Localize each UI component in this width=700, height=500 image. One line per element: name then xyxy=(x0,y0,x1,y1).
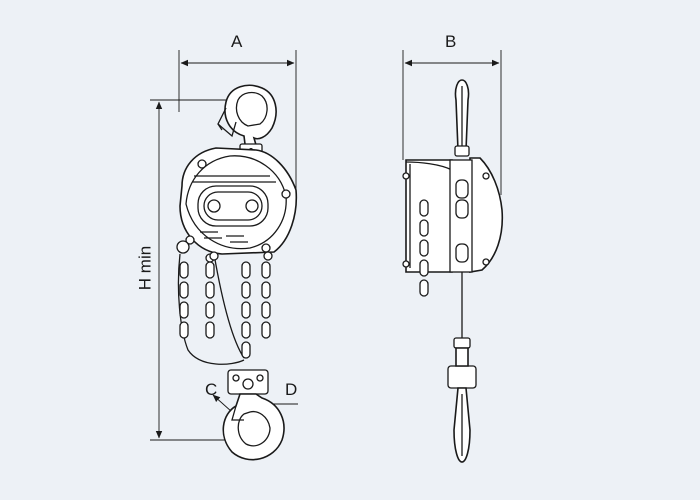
dimension-h-label: H min xyxy=(135,245,155,291)
side-chains xyxy=(419,179,469,340)
front-chains xyxy=(176,240,273,365)
bottom-hook xyxy=(222,369,285,461)
dimension-d-label: D xyxy=(285,380,298,399)
front-view xyxy=(176,84,298,461)
side-view xyxy=(402,79,504,463)
dimension-h xyxy=(150,99,232,441)
dimension-c-label: C xyxy=(205,380,218,399)
side-bottom-hook xyxy=(447,337,477,463)
dimension-a xyxy=(178,50,297,190)
dimension-b xyxy=(402,50,502,195)
side-housing xyxy=(402,157,504,273)
side-top-hook xyxy=(454,79,470,157)
hoist-body xyxy=(179,147,298,263)
dimension-a-label: A xyxy=(231,32,243,51)
top-hook xyxy=(217,84,277,157)
dimension-b-label: B xyxy=(445,32,457,51)
